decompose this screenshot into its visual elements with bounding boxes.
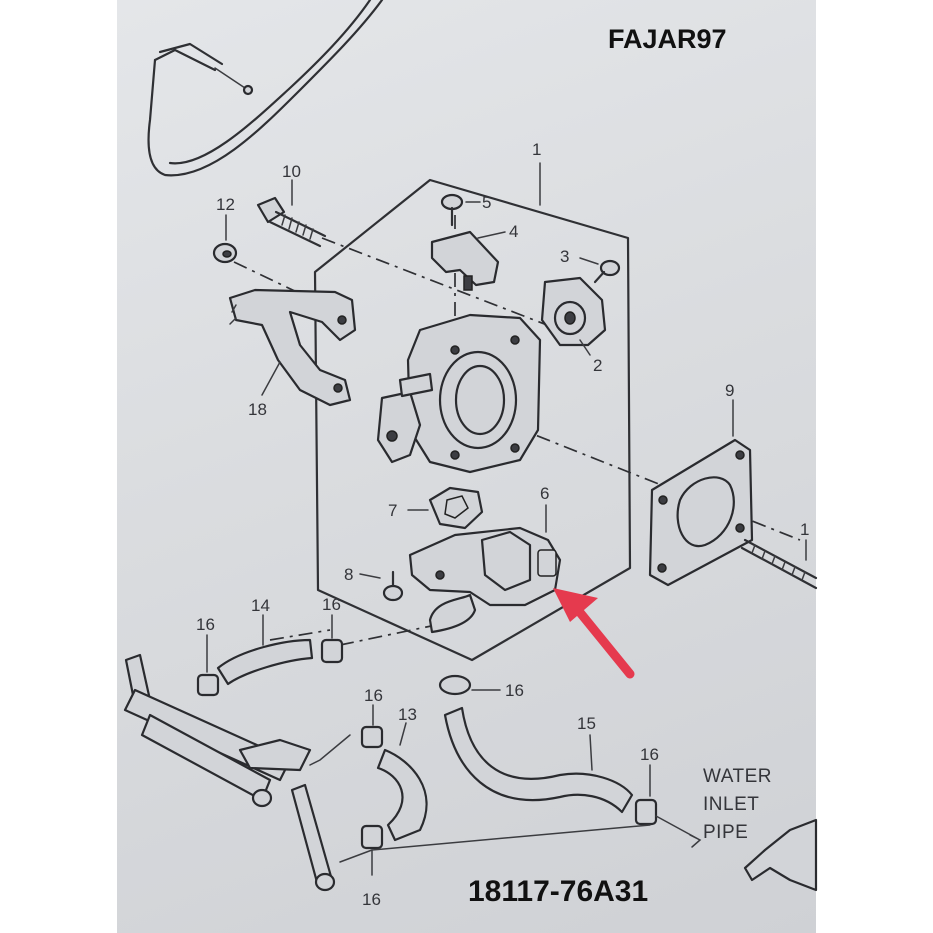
callout-13: 13 (398, 705, 417, 724)
pipe-label-line-2: INLET (703, 794, 759, 815)
callout-4: 4 (509, 222, 518, 241)
part-10-bolt: 10 (256, 162, 327, 248)
callout-6: 6 (540, 484, 549, 503)
callout-10: 10 (282, 162, 301, 181)
part-7-gasket: 7 (388, 486, 484, 530)
part-number-label: 18117-76A31 (468, 875, 649, 908)
callout-12: 12 (216, 195, 235, 214)
throttle-cable (147, 0, 384, 177)
water-pipe-rail (123, 653, 351, 892)
clamp-16-center: 16 (438, 674, 524, 700)
callout-5: 5 (482, 193, 491, 212)
clamp-16-right: 16 (634, 745, 702, 848)
right-stud: 1 (740, 520, 818, 590)
callout-16-c: 16 (505, 681, 524, 700)
pipe-label-line-3: PIPE (703, 822, 748, 843)
watermark-label: FAJAR97 (608, 24, 727, 54)
part-9-gasket: 9 (648, 381, 754, 587)
callout-8: 8 (344, 565, 353, 584)
callout-9: 9 (725, 381, 734, 400)
clamp-16-upper: 16 (320, 595, 344, 664)
part-15-hose: 15 (443, 706, 634, 814)
callout-16-d: 16 (364, 686, 383, 705)
part-3-screw: 3 (560, 247, 621, 284)
part-12-washer: 12 (212, 195, 238, 264)
callout-16-a: 16 (196, 615, 215, 634)
highlight-arrow (553, 588, 635, 679)
callout-16-f: 16 (362, 890, 381, 909)
part-2-tp-sensor: 2 (540, 276, 607, 375)
throttle-body-assembly-box: 1 (313, 140, 632, 662)
part-6-iac-valve: 6 (408, 484, 562, 634)
callout-7: 7 (388, 501, 397, 520)
callout-16-b: 16 (322, 595, 341, 614)
throttle-body (376, 313, 542, 474)
callout-14: 14 (251, 596, 270, 615)
part-13-hose: 13 16 (360, 686, 428, 842)
callout-1: 1 (532, 140, 541, 159)
callout-16-e: 16 (640, 745, 659, 764)
callout-3: 3 (560, 247, 569, 266)
callout-18: 18 (248, 400, 267, 419)
part-8-screw: 8 (344, 565, 404, 602)
part-14-hose: 14 (216, 596, 314, 686)
clamp-16-bottom: 16 (339, 824, 651, 909)
callout-15: 15 (577, 714, 596, 733)
center-lines (233, 215, 801, 646)
callout-1-right: 1 (800, 520, 809, 539)
part-5-screw: 5 (440, 193, 491, 227)
pipe-label-line-1: WATER (703, 766, 772, 787)
part-4-sensor: 4 (430, 222, 518, 291)
part-18-bracket: 18 (228, 288, 357, 419)
clamp-16-left: 16 (196, 615, 220, 697)
callout-2: 2 (593, 356, 602, 375)
water-inlet-pipe: WATER INLET PIPE (703, 766, 818, 892)
